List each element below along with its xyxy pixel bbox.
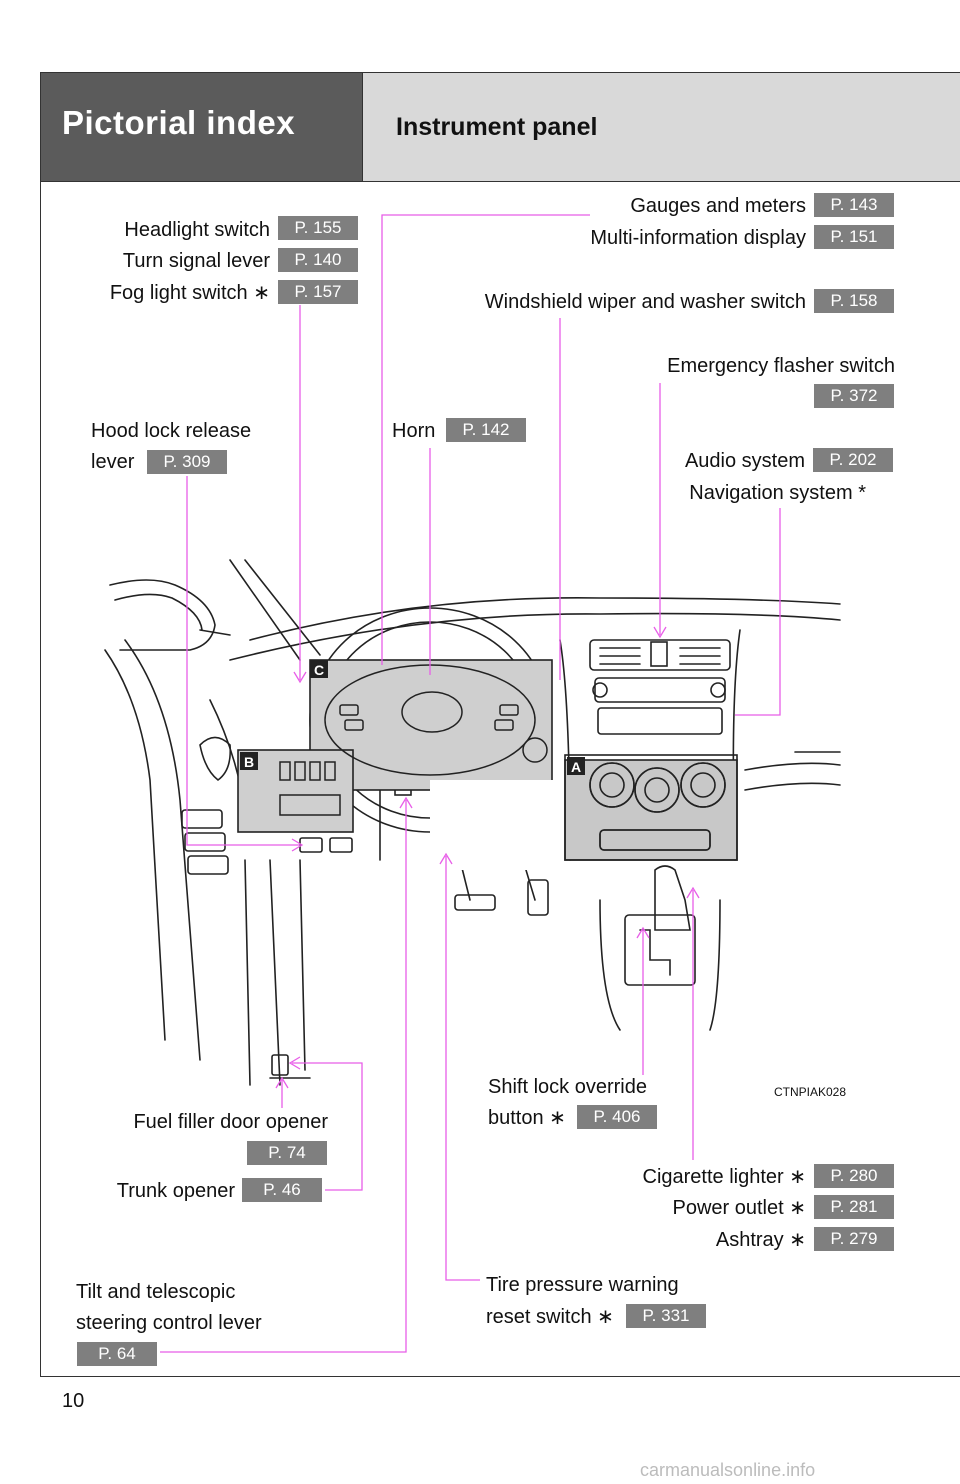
multi-info-display-label: Multi-information display bbox=[590, 227, 806, 249]
multi-info-display-page-badge[interactable]: P. 151 bbox=[814, 225, 894, 249]
page-number: 10 bbox=[62, 1390, 85, 1412]
emergency-flasher-page-badge[interactable]: P. 372 bbox=[814, 384, 894, 408]
fog-light-switch-page-badge[interactable]: P. 157 bbox=[278, 280, 358, 304]
header-divider bbox=[41, 181, 960, 182]
ashtray-label: Ashtray ∗ bbox=[715, 1229, 806, 1251]
hood-release-label-line2: lever bbox=[91, 451, 135, 473]
tilt-telescopic-label-line2: steering control lever bbox=[76, 1312, 262, 1334]
cigarette-lighter-page-badge[interactable]: P. 280 bbox=[814, 1164, 894, 1188]
watermark: carmanualsonline.info bbox=[640, 1460, 816, 1480]
trunk-opener-page-badge[interactable]: P. 46 bbox=[242, 1178, 322, 1202]
hood-release-label-line1: Hood lock release bbox=[91, 420, 252, 442]
fuel-filler-door-page-badge[interactable]: P. 74 bbox=[247, 1141, 327, 1165]
fuel-filler-door-label: Fuel filler door opener bbox=[133, 1111, 328, 1133]
windshield-wiper-page-badge[interactable]: P. 158 bbox=[814, 289, 894, 313]
tire-pressure-page-badge[interactable]: P. 331 bbox=[626, 1304, 706, 1328]
turn-signal-lever-page-badge[interactable]: P. 140 bbox=[278, 248, 358, 272]
page-frame bbox=[40, 72, 960, 1377]
audio-system-label: Audio system bbox=[684, 450, 805, 472]
turn-signal-lever-label: Turn signal lever bbox=[122, 250, 270, 272]
gauges-meters-label: Gauges and meters bbox=[630, 195, 806, 217]
section-title: Pictorial index bbox=[62, 104, 296, 141]
headlight-switch-label: Headlight switch bbox=[124, 219, 270, 241]
subsection-title: Instrument panel bbox=[396, 113, 598, 141]
gauges-meters-page-badge[interactable]: P. 143 bbox=[814, 193, 894, 217]
navigation-system-label: Navigation system * bbox=[689, 482, 866, 504]
power-outlet-page-badge[interactable]: P. 281 bbox=[814, 1195, 894, 1219]
subsection-header-bar bbox=[362, 73, 960, 181]
ashtray-page-badge[interactable]: P. 279 bbox=[814, 1227, 894, 1251]
emergency-flasher-label: Emergency flasher switch bbox=[667, 355, 895, 377]
audio-system-page-badge[interactable]: P. 202 bbox=[813, 448, 893, 472]
trunk-opener-label: Trunk opener bbox=[116, 1180, 235, 1202]
tilt-telescopic-page-badge[interactable]: P. 64 bbox=[77, 1342, 157, 1366]
cigarette-lighter-label: Cigarette lighter ∗ bbox=[642, 1166, 807, 1188]
headlight-switch-page-badge[interactable]: P. 155 bbox=[278, 216, 358, 240]
horn-label: Horn bbox=[392, 420, 436, 442]
section-header-tab bbox=[41, 73, 362, 181]
shift-lock-label-line1: Shift lock override bbox=[488, 1076, 647, 1098]
power-outlet-label: Power outlet ∗ bbox=[672, 1197, 807, 1219]
svg-text:B: B bbox=[244, 754, 254, 770]
fog-light-switch-label: Fog light switch ∗ bbox=[109, 282, 270, 304]
tire-pressure-label-line1: Tire pressure warning bbox=[486, 1274, 679, 1296]
hood-release-page-badge[interactable]: P. 309 bbox=[147, 450, 227, 474]
svg-text:A: A bbox=[571, 759, 581, 775]
shift-lock-label-line2: button ∗ bbox=[488, 1107, 566, 1129]
tire-pressure-label-line2: reset switch ∗ bbox=[486, 1306, 614, 1328]
horn-page-badge[interactable]: P. 142 bbox=[446, 418, 526, 442]
windshield-wiper-label: Windshield wiper and washer switch bbox=[484, 291, 806, 313]
svg-text:C: C bbox=[314, 662, 324, 678]
image-code: CTNPIAK028 bbox=[774, 1085, 847, 1099]
shift-lock-page-badge[interactable]: P. 406 bbox=[577, 1105, 657, 1129]
tilt-telescopic-label-line1: Tilt and telescopic bbox=[76, 1281, 236, 1303]
